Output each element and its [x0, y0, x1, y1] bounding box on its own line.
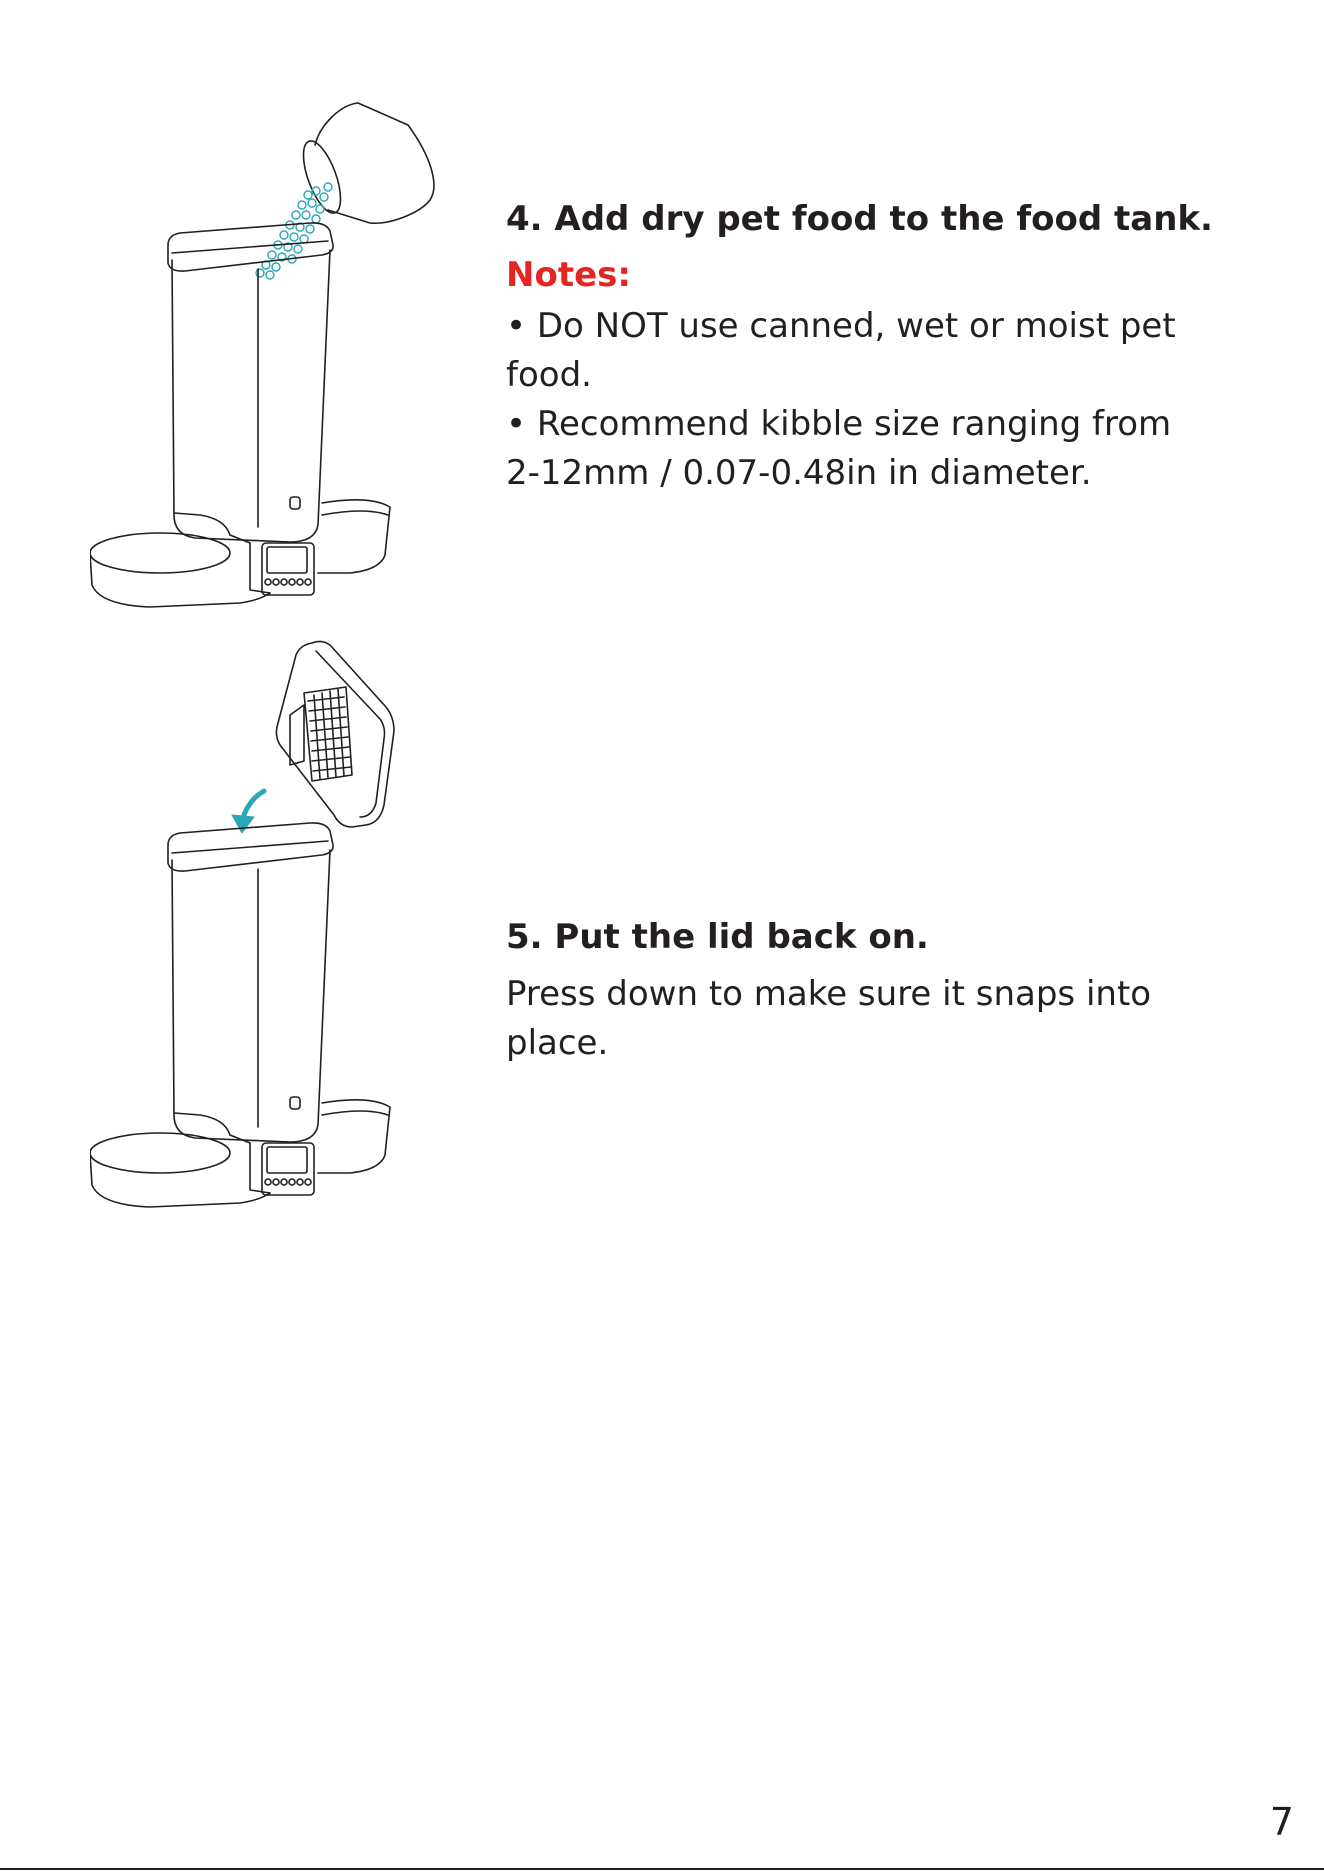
control-panel-icon: [262, 543, 314, 595]
note-bullet-2-line-2: 2-12mm / 0.07-0.48in in diameter.: [506, 449, 1226, 498]
note-bullet-1-line-2: food.: [506, 351, 1226, 400]
note-bullet-1-line-1: • Do NOT use canned, wet or moist pet: [506, 302, 1226, 351]
step5-section: 5. Put the lid back on. Press down to ma…: [506, 914, 1226, 1068]
step5-body-line-2: place.: [506, 1019, 1226, 1068]
step4-heading: 4. Add dry pet food to the food tank.: [506, 196, 1226, 242]
note-bullet-2-line-1: • Recommend kibble size ranging from: [506, 400, 1226, 449]
control-panel-icon: [262, 1143, 314, 1195]
step4-section: 4. Add dry pet food to the food tank. No…: [506, 196, 1226, 498]
food-cup-icon: [296, 103, 434, 223]
step5-heading: 5. Put the lid back on.: [506, 914, 1226, 960]
page-number: 7: [1270, 1800, 1294, 1844]
bottom-rule: [0, 1868, 1324, 1870]
lid-icon: [276, 641, 394, 827]
notes-label: Notes:: [506, 252, 1226, 298]
kibble-icon: [256, 183, 332, 279]
illustration-pour-food: [90, 95, 450, 615]
step5-body-line-1: Press down to make sure it snaps into: [506, 970, 1226, 1019]
illustration-lid-back-on: [90, 635, 450, 1210]
